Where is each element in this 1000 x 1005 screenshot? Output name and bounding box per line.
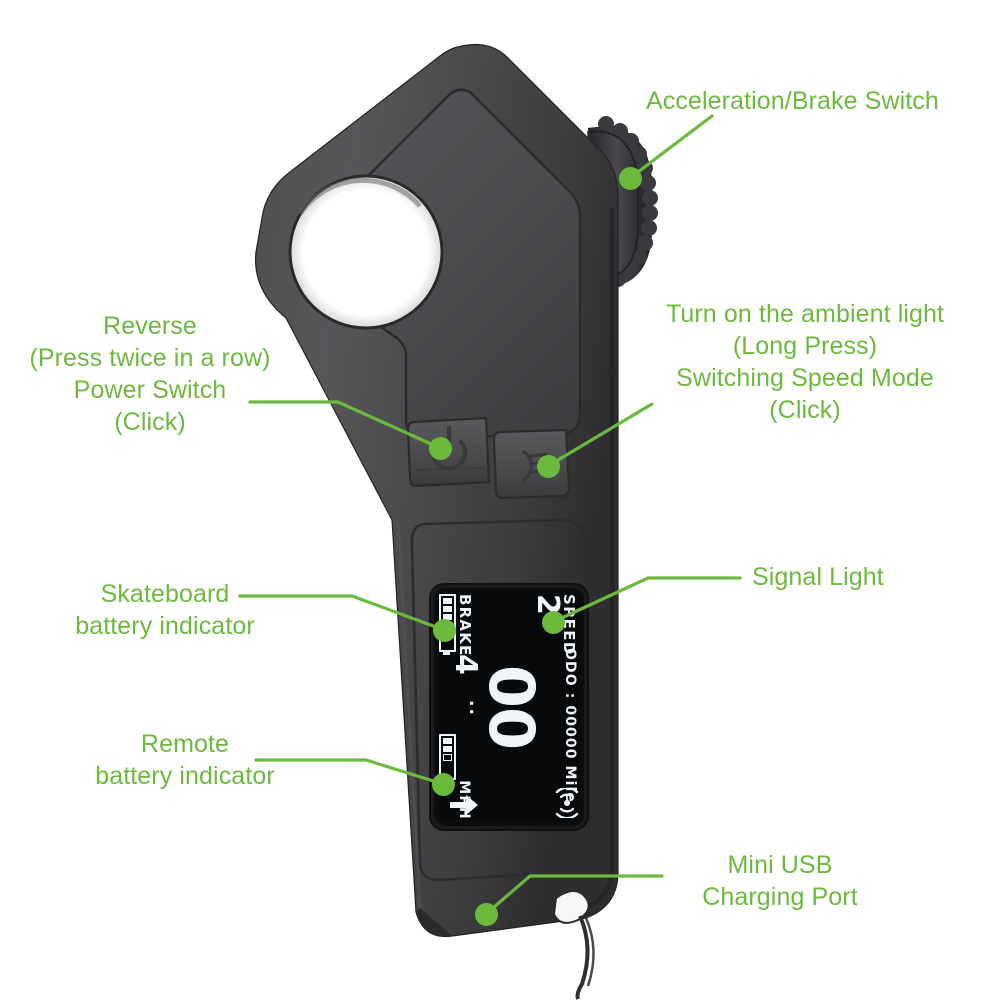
callout-acceleration-brake-switch: Acceleration/Brake Switch [646,87,939,115]
callout-skateboard-battery-indicator: Skateboard battery indicator [75,580,255,640]
callout-mini-usb-charging-port: Mini USB Charging Port [702,851,858,911]
signal-waves-icon [555,788,579,818]
anchor-dot-light-button[interactable] [537,455,560,478]
speed-readout: 00 [475,664,548,750]
brake-label: BRAKE [456,594,474,657]
odometer-readout: ODO : 00000 Mile [562,648,578,803]
decimal-dots: .. [465,700,485,717]
anchor-dot-usb[interactable] [475,903,498,926]
callout-power-switch-reverse: Reverse (Press twice in a row) Power Swi… [29,312,271,436]
callout-ambient-light-speed-mode: Turn on the ambient light (Long Press) S… [665,300,945,424]
callout-remote-battery-indicator: Remote battery indicator [95,730,275,790]
anchor-dot-power-button[interactable] [429,437,452,460]
lanyard-cord-icon [552,890,595,1000]
anchor-dot-board-battery[interactable] [433,619,456,642]
anchor-dot-signal[interactable] [542,611,565,634]
finger-hole-icon [288,174,444,330]
anchor-dot-remote-battery[interactable] [432,773,455,796]
up-arrow-icon [450,795,478,815]
anchor-dot-accel-brake[interactable] [619,167,642,190]
lcd-content: SPEED 2 BRAKE 4 MPH ODO : 00000 Mile 00 … [434,588,584,826]
callout-signal-light: Signal Light [752,563,884,591]
